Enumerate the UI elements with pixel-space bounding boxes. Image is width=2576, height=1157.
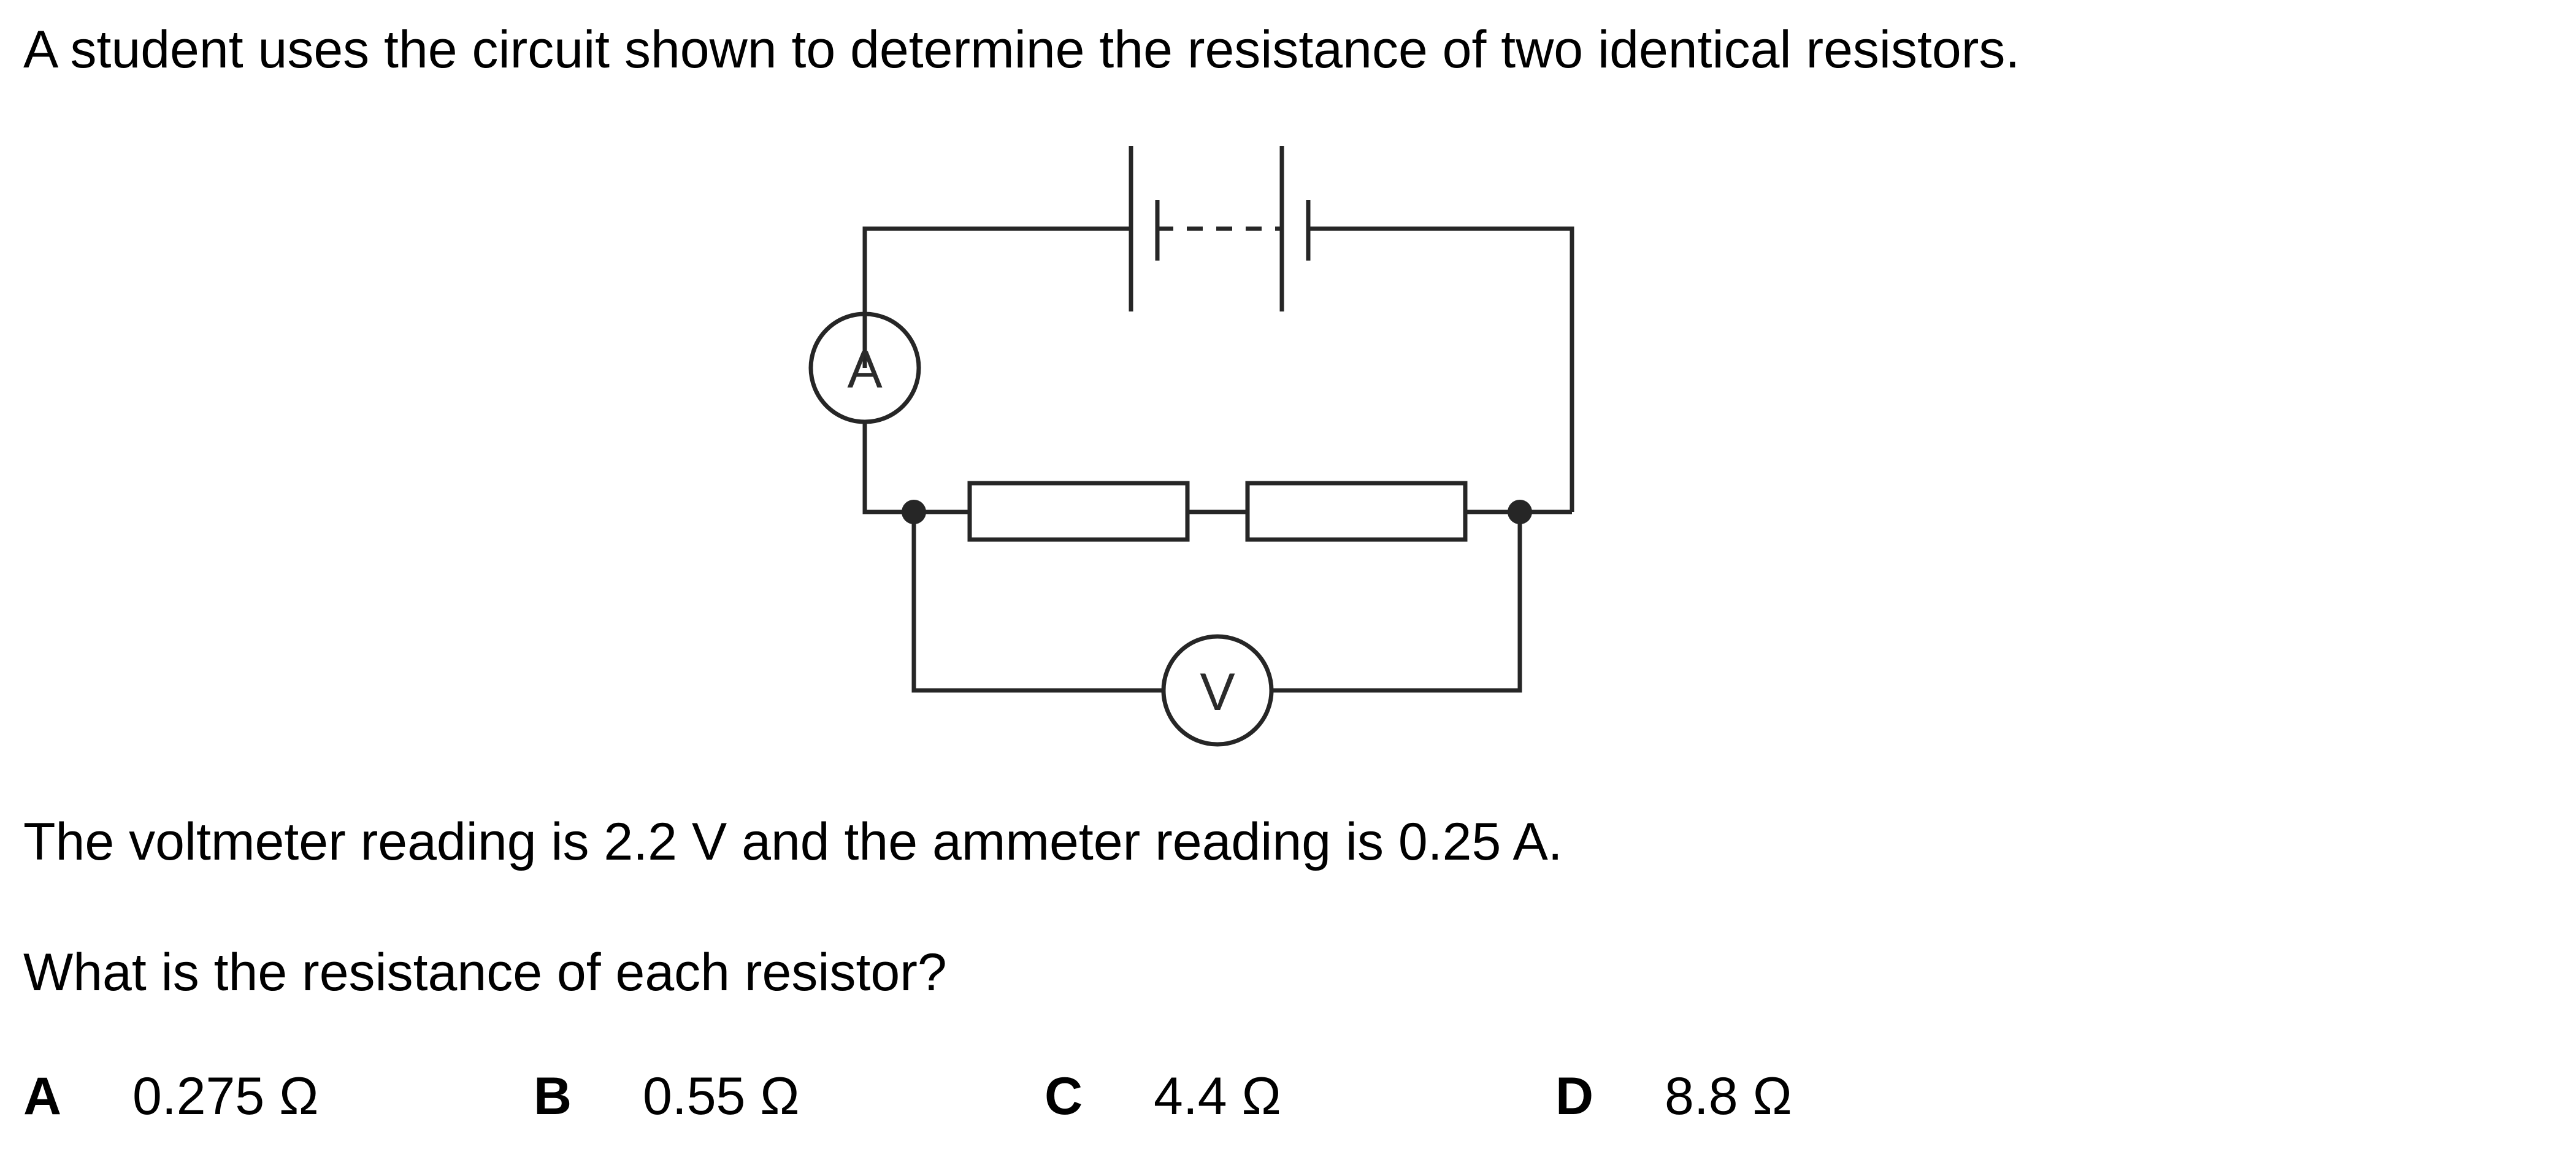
option-value: 4.4 Ω <box>1154 1067 1281 1126</box>
option-value: 0.275 Ω <box>132 1067 319 1126</box>
resistor-1 <box>914 481 1190 542</box>
option-value: 0.55 Ω <box>643 1067 800 1126</box>
question-prompt: What is the resistance of each resistor? <box>23 943 947 1002</box>
option-letter: A <box>23 1067 62 1126</box>
meter-readings-text: The voltmeter reading is 2.2 V and the a… <box>23 812 1563 871</box>
voltmeter-label: V <box>1200 663 1235 722</box>
wire-top-left <box>862 226 1131 368</box>
option-value: 8.8 Ω <box>1665 1067 1792 1126</box>
wire-voltmeter-left <box>911 512 1163 693</box>
voltmeter-circle <box>1161 634 1274 747</box>
resistor-2-body <box>1245 481 1468 542</box>
wire-left <box>862 422 914 514</box>
question-intro: A student uses the circuit shown to dete… <box>23 20 2020 79</box>
wire-top-right <box>1308 226 1574 512</box>
wire-voltmeter-right <box>1271 512 1522 693</box>
option-letter: D <box>1555 1067 1594 1126</box>
ammeter: A <box>808 311 921 424</box>
option-letter: B <box>534 1067 572 1126</box>
option-letter: C <box>1045 1067 1083 1126</box>
battery-symbol <box>1129 146 1311 311</box>
ammeter-label: A <box>847 340 883 399</box>
voltmeter: V <box>1161 634 1274 747</box>
resistor-1-body <box>967 481 1190 542</box>
